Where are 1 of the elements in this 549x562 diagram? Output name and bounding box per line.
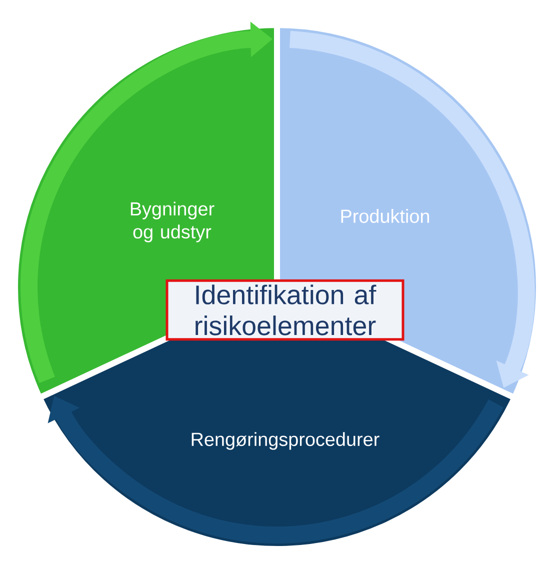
title-box: Identifikation af risikoelementer xyxy=(166,279,404,341)
